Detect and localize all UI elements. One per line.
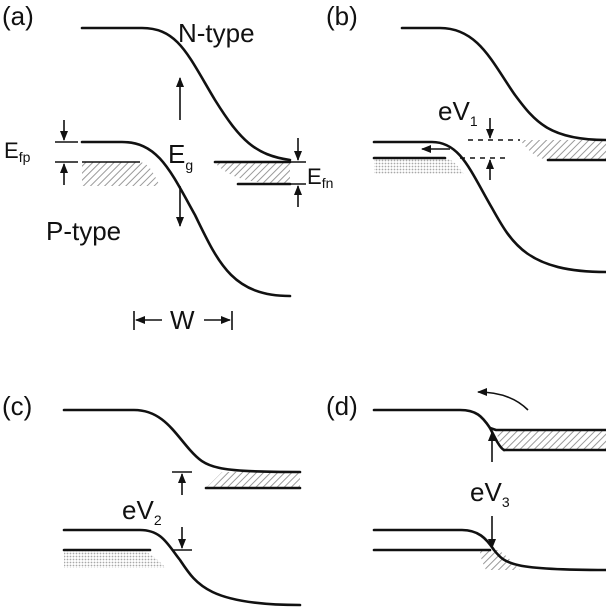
hatched-region-n-c <box>206 472 300 488</box>
electron-flow-arrow-d <box>477 388 529 411</box>
panel-c-label: (c) <box>2 391 32 421</box>
dotted-region-p-c <box>64 550 166 568</box>
valence-band-c <box>62 528 302 607</box>
n-type-label: N-type <box>178 18 255 48</box>
band-step-n-d <box>488 426 506 452</box>
conduction-band-b <box>400 26 606 142</box>
p-type-label: P-type <box>46 216 121 246</box>
eV1-label: eV1 <box>438 96 478 129</box>
panel-a: (a) Eg Efp Efn N-type P-type <box>2 1 333 335</box>
hatched-region-n-b <box>520 140 606 160</box>
hatched-region-n-a <box>215 163 290 184</box>
dotted-region-p-b <box>374 158 464 174</box>
W-label: W <box>170 305 195 335</box>
eV2-label: eV2 <box>122 495 162 528</box>
valence-band-d <box>372 528 606 572</box>
panel-c: (c) eV2 <box>2 391 302 607</box>
eV3-label: eV3 <box>470 477 510 510</box>
conduction-band-c <box>62 408 302 474</box>
Eg-label: Eg <box>168 139 193 173</box>
Efp-label: Efp <box>4 138 31 165</box>
panel-b: (b) eV1 <box>326 1 606 274</box>
hatched-region-n-d <box>496 430 606 450</box>
panel-a-label: (a) <box>2 1 34 31</box>
valence-band-a <box>80 140 292 298</box>
panel-d: (d) eV3 <box>326 388 606 572</box>
conduction-band-a <box>80 26 292 162</box>
hatched-region-p-a <box>82 162 160 186</box>
Efn-label: Efn <box>307 164 333 191</box>
panel-d-label: (d) <box>326 391 358 421</box>
panel-b-label: (b) <box>326 1 358 31</box>
valence-band-b <box>372 140 606 274</box>
hatched-region-p-d <box>480 550 520 570</box>
